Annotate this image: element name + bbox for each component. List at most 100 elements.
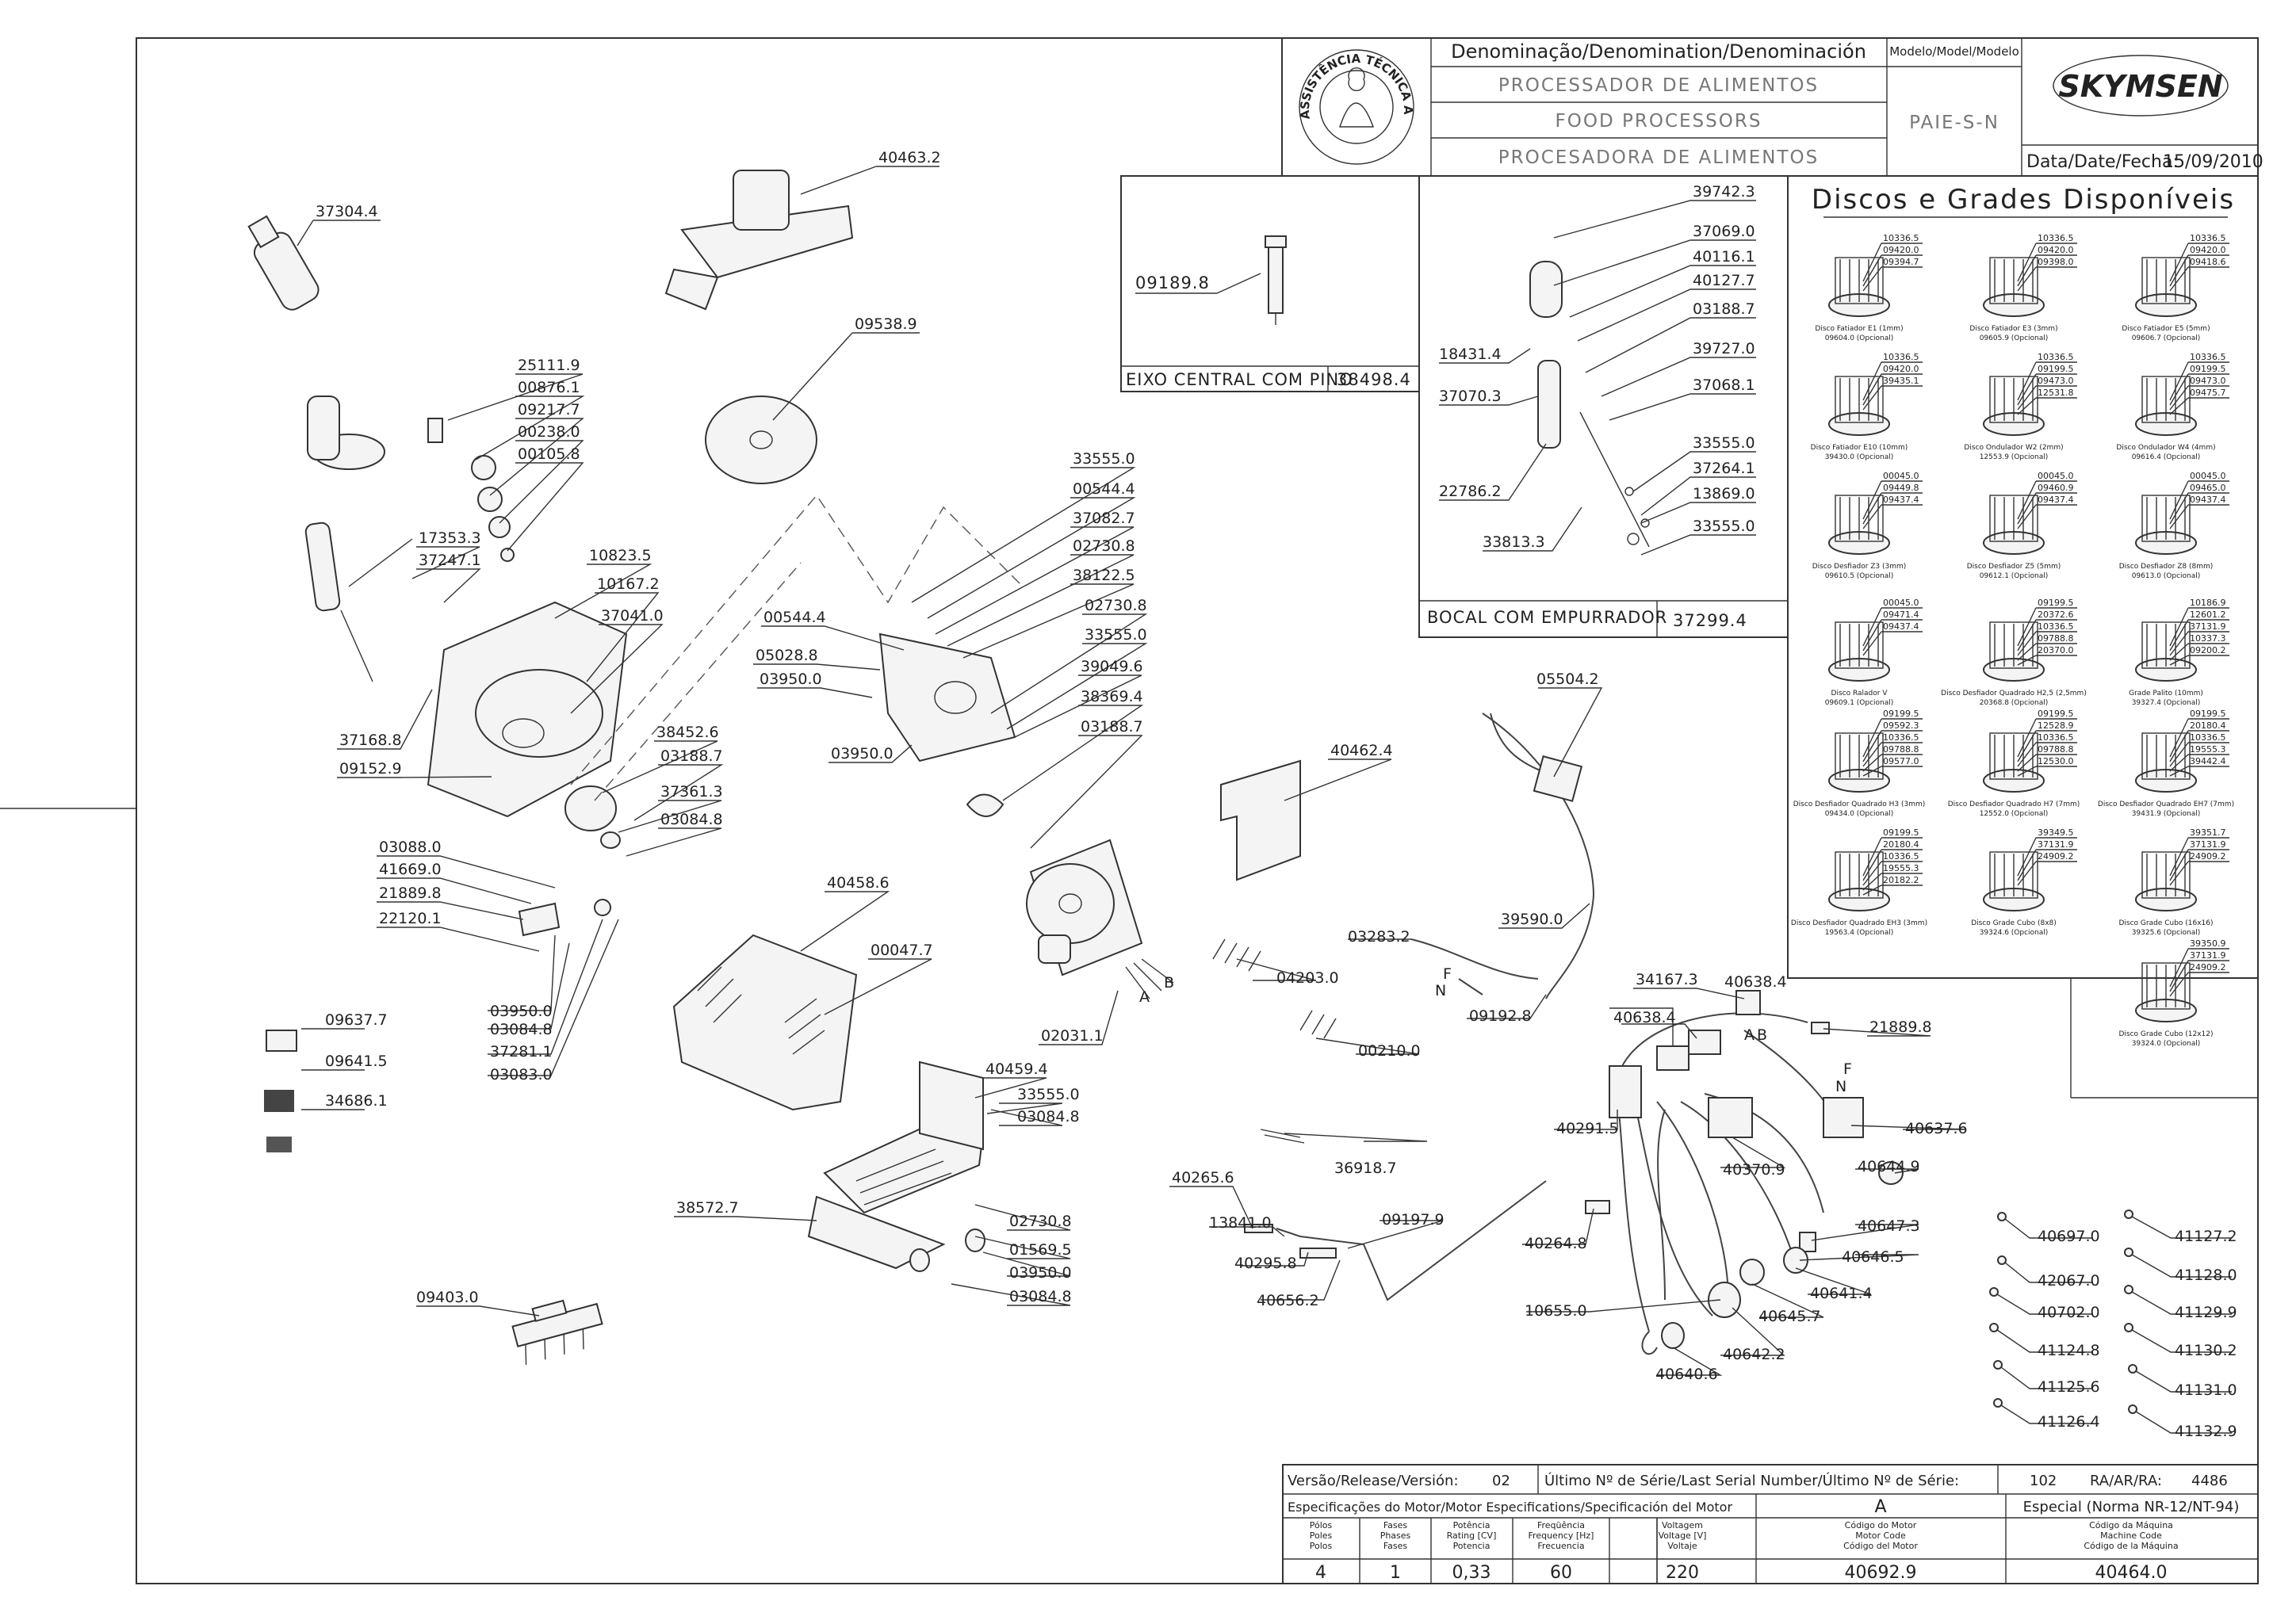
disc-body xyxy=(1989,257,2038,304)
callout-01569-5: 01569.5 xyxy=(1009,1241,1072,1259)
disc-code: 09605.9 (Opcional) xyxy=(1980,334,2049,342)
disc-part-leader xyxy=(2017,631,2037,656)
callout-40640-6: 40640.6 xyxy=(1655,1366,1718,1383)
disc-code: 09616.4 (Opcional) xyxy=(2132,453,2201,461)
footer-col-header: Frecuencia xyxy=(1537,1541,1584,1551)
screw-leader xyxy=(2004,1218,2093,1239)
inset-bocal-code: 37299.4 xyxy=(1673,611,1747,630)
disc-part-leader xyxy=(2169,397,2189,415)
disc-item: 09199.520180.410336.519555.339442.4Disco… xyxy=(2098,709,2234,818)
callout-41669-0: 41669.0 xyxy=(379,861,442,878)
callout-17353-3: 17353.3 xyxy=(419,529,481,547)
ra-label: RA/AR/RA: xyxy=(2090,1473,2162,1489)
bocal-label-03188-7: 03188.7 xyxy=(1693,300,1755,318)
disc-name: Disco Ralador V xyxy=(1831,690,1888,697)
disc-part-label: 39350.9 xyxy=(2190,938,2226,949)
label-09189-8: 09189.8 xyxy=(1135,273,1210,292)
serial-value: 102 xyxy=(2030,1473,2057,1489)
disc-part-label: 09200.2 xyxy=(2190,645,2226,655)
callout-40462-4: 40462.4 xyxy=(1330,742,1393,759)
callout-09197-9: 09197.9 xyxy=(1382,1211,1445,1229)
screw-callouts: 40697.0 42067.0 40702.0 41124.8 41125.6 … xyxy=(2038,1228,2237,1440)
disc-part-leader xyxy=(2169,730,2189,762)
disc-part-leader xyxy=(1862,885,1882,896)
disc-part-leader xyxy=(1862,619,1882,652)
disc-part-leader xyxy=(1862,373,1882,406)
bocal-label-40127-7: 40127.7 xyxy=(1693,272,1755,289)
cord-mark-f: F xyxy=(1443,965,1452,983)
callout-38572-7: 38572.7 xyxy=(676,1199,739,1217)
screw-shape xyxy=(1989,1287,1999,1297)
disc-part-label: 09788.8 xyxy=(2038,744,2074,755)
power-cord xyxy=(1482,713,1595,999)
disc-part-leader xyxy=(2169,243,2189,282)
callout-38122-5: 38122.5 xyxy=(1073,567,1135,584)
footer-col-header: Polos xyxy=(1310,1541,1333,1551)
disc-part-label: 20182.2 xyxy=(1883,875,1919,885)
disc-part-label: 10336.5 xyxy=(2190,352,2226,362)
callout-42067-0: 42067.0 xyxy=(2038,1272,2100,1290)
chute-lid-part xyxy=(664,170,854,311)
callout-21889-8-b: 21889.8 xyxy=(1869,1018,1932,1036)
footer-col-header: Código de la Máquina xyxy=(2084,1541,2178,1551)
callout-09641-5: 09641.5 xyxy=(325,1053,388,1070)
disc-name: Grade Palito (10mm) xyxy=(2129,690,2203,697)
disc-part-label: 20372.6 xyxy=(2038,609,2074,620)
callout-13841-0: 13841.0 xyxy=(1209,1214,1272,1232)
disc-part-label: 09418.6 xyxy=(2190,257,2226,267)
disc-part-label: 09577.0 xyxy=(1883,756,1919,766)
callout-40458-6: 40458.6 xyxy=(827,874,890,892)
motor-wire-mark-b: B xyxy=(1164,974,1174,992)
callout-36918-7: 36918.7 xyxy=(1334,1160,1397,1177)
callout-02730-8-a: 02730.8 xyxy=(1073,537,1135,555)
callout-10655-0: 10655.0 xyxy=(1525,1302,1587,1320)
screw-leader xyxy=(2131,1291,2232,1315)
disc-name: Disco Ondulador W2 (2mm) xyxy=(1964,444,2063,452)
disc-part-label: 10336.5 xyxy=(2038,233,2074,243)
bushing-stack xyxy=(427,418,515,562)
inset-axle-caption: EIXO CENTRAL COM PINO xyxy=(1126,370,1353,389)
disc-code: 39324.6 (Opcional) xyxy=(1980,929,2049,937)
disc-part-label: 09199.5 xyxy=(1883,827,1919,838)
disc-part-label: 39442.4 xyxy=(2190,756,2226,766)
disc-part-label: 09199.5 xyxy=(2038,709,2074,719)
title-block: ASSISTÊNCIA TÉCNICA AUTORIZADA Denominaç… xyxy=(0,0,2263,177)
electrical-harness xyxy=(1585,990,1904,1355)
disc-part-label: 09420.0 xyxy=(1883,364,1919,374)
callout-41132-9: 41132.9 xyxy=(2175,1423,2237,1440)
bocal-leader xyxy=(1601,357,1756,397)
disc-part-label: 00045.0 xyxy=(1883,598,1919,608)
disc-part-leader xyxy=(1862,730,1882,762)
discs-panel: Discos e Grades Disponíveis 10336.509420… xyxy=(1787,175,2259,1099)
screw-leader xyxy=(2131,1329,2232,1353)
date-label: Data/Date/Fecha: xyxy=(2026,152,2179,172)
disc-code: 09609.1 (Opcional) xyxy=(1825,699,1894,707)
screw-shape xyxy=(2124,1285,2133,1294)
disc-part-leader xyxy=(2017,607,2037,647)
disc-code: 09606.7 (Opcional) xyxy=(2132,334,2201,342)
disc-body xyxy=(2141,621,2191,669)
disc-part-leader xyxy=(2169,766,2189,777)
screw-leader xyxy=(1996,1329,2093,1353)
callout-37247-1: 37247.1 xyxy=(419,552,481,569)
disc-part-label: 09788.8 xyxy=(1883,744,1919,755)
motor-letter: A xyxy=(1874,1497,1886,1517)
footer-col-header: Motor Code xyxy=(1855,1530,1906,1541)
disc-code: 20368.8 (Opcional) xyxy=(1980,699,2049,707)
callout-09192-8: 09192.8 xyxy=(1469,1007,1532,1025)
screw-shape xyxy=(1997,1212,2007,1221)
spec-footer-table: Versão/Release/Versión: 02 Último Nº de … xyxy=(1282,1464,2259,1584)
disc-part-label: 09788.8 xyxy=(2038,633,2074,644)
disc-part-label: 19555.3 xyxy=(1883,863,1919,873)
callout-22120-1: 22120.1 xyxy=(379,910,442,927)
bocal-label-39727-0: 39727.0 xyxy=(1693,340,1755,357)
callout-03084-8-b: 03084.8 xyxy=(490,1021,553,1038)
disc-part-leader xyxy=(2169,266,2189,292)
disc-part-label: 09460.9 xyxy=(2038,483,2074,493)
disc-part-label: 09420.0 xyxy=(1883,245,1919,255)
callout-00876-1: 00876.1 xyxy=(518,379,580,396)
footer-col-header: Phases xyxy=(1380,1530,1411,1541)
